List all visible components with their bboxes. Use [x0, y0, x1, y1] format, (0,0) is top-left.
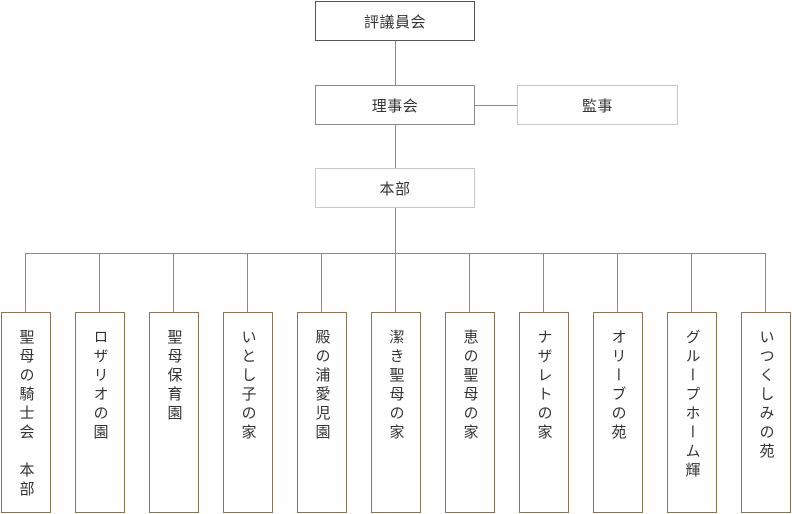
unit-label: オリーブの苑	[609, 329, 628, 443]
unit-box: いつくしみの苑	[741, 312, 791, 513]
unit-label: 聖母保育園	[165, 329, 184, 424]
headquarters-label: 本部	[379, 179, 411, 198]
unit-label: いとし子の家	[239, 329, 258, 443]
unit-label: 殿の浦愛児園	[313, 329, 332, 443]
unit-box: 聖母の騎士会 本部	[1, 312, 51, 513]
board-box: 理事会	[315, 85, 475, 125]
unit-box: オリーブの苑	[593, 312, 643, 513]
unit-label: ロザリオの園	[91, 329, 110, 443]
council-box: 評議員会	[315, 1, 475, 41]
council-label: 評議員会	[363, 12, 426, 31]
unit-box: いとし子の家	[223, 312, 273, 513]
unit-label: ナザレトの家	[535, 329, 554, 443]
unit-box: 聖母保育園	[149, 312, 199, 513]
unit-label: 恵の聖母の家	[461, 329, 480, 443]
unit-box: 殿の浦愛児園	[297, 312, 347, 513]
unit-box: ロザリオの園	[75, 312, 125, 513]
unit-box: 恵の聖母の家	[445, 312, 495, 513]
unit-label: 潔き聖母の家	[387, 329, 406, 443]
unit-box: グループホーム輝	[667, 312, 717, 513]
unit-box: 潔き聖母の家	[371, 312, 421, 513]
headquarters-box: 本部	[315, 168, 475, 208]
board-label: 理事会	[371, 96, 419, 115]
auditor-label: 監事	[581, 96, 613, 115]
unit-box: ナザレトの家	[519, 312, 569, 513]
unit-label: 聖母の騎士会 本部	[17, 329, 36, 500]
unit-label: いつくしみの苑	[757, 329, 776, 462]
auditor-box: 監事	[517, 85, 678, 125]
unit-label: グループホーム輝	[683, 329, 702, 481]
